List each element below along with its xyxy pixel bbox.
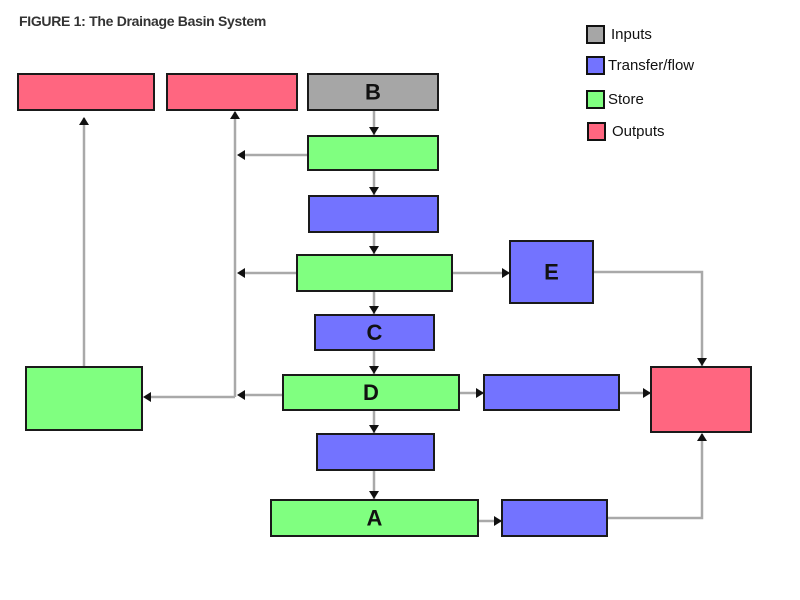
legend-swatch-transfer: [586, 56, 605, 75]
transfer-box: [509, 240, 594, 304]
arrowhead-down-icon: [369, 425, 379, 433]
node-transfer-right-d: [483, 374, 620, 411]
legend-label: Transfer/flow: [608, 57, 695, 74]
arrowhead-down-icon: [369, 187, 379, 195]
transfer-box: [316, 433, 435, 471]
arrowhead-down-icon: [369, 491, 379, 499]
arrowhead-right-icon: [502, 268, 510, 278]
store-box: [282, 374, 460, 411]
outputs-box: [17, 73, 155, 111]
inputs-box: [307, 73, 439, 111]
arrowhead-right-icon: [476, 388, 484, 398]
arrowhead-down-icon: [369, 366, 379, 374]
nodes: B E C D A: [17, 73, 752, 537]
arrowhead-down-icon: [697, 358, 707, 366]
node-label: C: [367, 320, 383, 345]
arrowhead-right-icon: [494, 516, 502, 526]
node-store-a: A: [270, 499, 479, 537]
node-output-left: [17, 73, 155, 111]
node-label: B: [365, 80, 381, 105]
arrowhead-down-icon: [369, 246, 379, 254]
transfer-box: [483, 374, 620, 411]
node-transfer-c: C: [314, 314, 435, 351]
store-box: [25, 366, 143, 431]
arrowhead-right-icon: [643, 388, 651, 398]
arrowhead-up-icon: [697, 433, 707, 441]
node-transfer-right-a: [501, 499, 608, 537]
transfer-box: [308, 195, 439, 233]
arrowhead-left-icon: [237, 268, 245, 278]
node-transfer-e: E: [509, 240, 594, 304]
transfer-box: [314, 314, 435, 351]
node-label: A: [367, 506, 383, 531]
arrowhead-left-icon: [143, 392, 151, 402]
node-label: E: [544, 260, 559, 285]
legend-swatch-inputs: [586, 25, 605, 44]
node-input-b: B: [307, 73, 439, 111]
legend-swatch-outputs: [587, 122, 606, 141]
legend-label: Outputs: [612, 123, 665, 140]
store-box: [296, 254, 453, 292]
store-box: [270, 499, 479, 537]
figure-title: FIGURE 1: The Drainage Basin System: [19, 13, 267, 29]
node-store-left: [25, 366, 143, 431]
arrowhead-up-icon: [79, 117, 89, 125]
node-label: D: [363, 380, 379, 405]
connector-e-output: [593, 270, 704, 367]
transfer-box: [501, 499, 608, 537]
node-store-2: [296, 254, 453, 292]
outputs-box: [166, 73, 298, 111]
legend-item-outputs: Outputs: [587, 122, 665, 141]
legend-swatch-store: [586, 90, 605, 109]
legend-label: Store: [608, 91, 644, 108]
arrowhead-left-icon: [237, 390, 245, 400]
legend-label: Inputs: [611, 26, 652, 43]
legend-item-store: Store: [586, 90, 644, 109]
node-store-1: [307, 135, 439, 171]
arrowhead-left-icon: [237, 150, 245, 160]
store-box: [307, 135, 439, 171]
node-transfer-1: [308, 195, 439, 233]
node-store-d: D: [282, 374, 460, 411]
node-transfer-below-d: [316, 433, 435, 471]
arrowhead-down-icon: [369, 127, 379, 135]
arrowhead-down-icon: [369, 306, 379, 314]
legend-item-transfer: Transfer/flow: [586, 56, 694, 75]
connector-transfer-a-output: [607, 434, 704, 520]
outputs-box: [650, 366, 752, 433]
node-output-mid: [166, 73, 298, 111]
node-output-right: [650, 366, 752, 433]
connectors: [79, 110, 707, 526]
arrowhead-up-icon: [230, 111, 240, 119]
legend-item-inputs: Inputs: [586, 25, 652, 44]
